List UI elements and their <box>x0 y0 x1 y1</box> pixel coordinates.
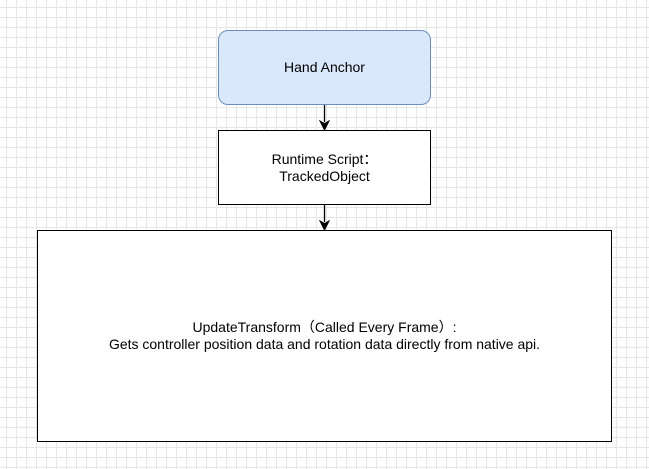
runtime-script-label: Runtime Script： TrackedObject <box>271 150 378 184</box>
edge-script-to-update-arrowhead <box>318 219 331 232</box>
update-transform-node[interactable]: UpdateTransform（Called Every Frame）: Get… <box>37 230 612 442</box>
edge-anchor-to-script[interactable] <box>318 105 331 132</box>
edge-script-to-update[interactable] <box>318 205 331 232</box>
hand-anchor-label: Hand Anchor <box>284 59 365 75</box>
edge-anchor-to-script-arrowhead <box>318 119 331 132</box>
hand-anchor-node[interactable]: Hand Anchor <box>218 30 431 105</box>
update-transform-label: UpdateTransform（Called Every Frame）: Get… <box>108 319 541 352</box>
runtime-script-node[interactable]: Runtime Script： TrackedObject <box>218 130 431 205</box>
